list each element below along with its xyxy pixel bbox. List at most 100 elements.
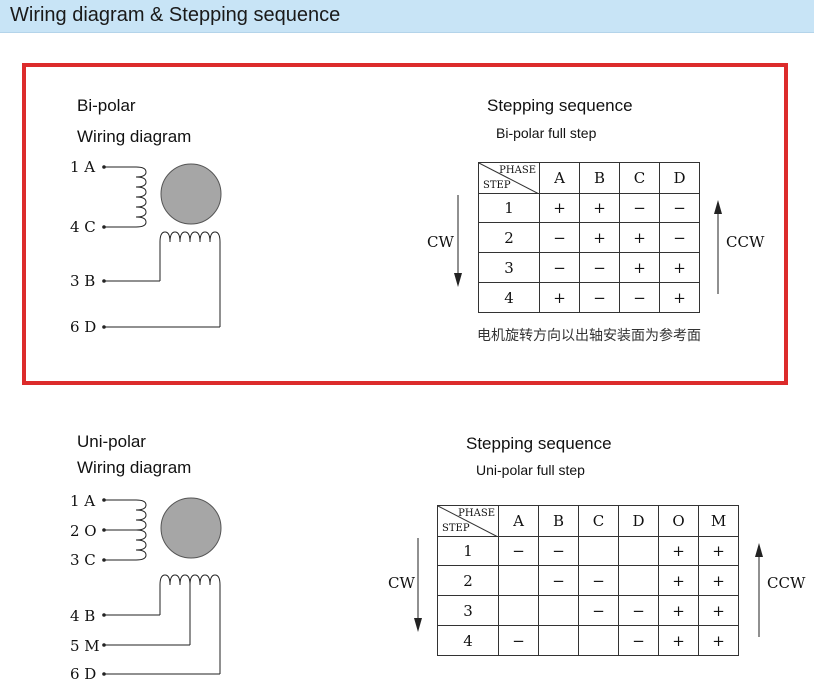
unipolar-cell: − [618, 625, 659, 656]
table-row: 1 − − + + [437, 536, 739, 566]
unipolar-cell: + [698, 565, 739, 596]
unipolar-cw-arrow-icon [414, 538, 422, 632]
bipolar-motor-icon [160, 163, 222, 225]
unipolar-cell [618, 565, 659, 596]
unipolar-ccw-arrow-icon [755, 543, 763, 637]
unipolar-cell [538, 595, 579, 626]
unipolar-phase-header: D [618, 505, 659, 537]
unipolar-phase-header: O [658, 505, 699, 537]
unipolar-cell: − [498, 536, 539, 566]
unipolar-sequence-table: PHASE STEP A B C D O M 1 − − + + 2 − − +… [437, 505, 739, 656]
unipolar-corner-phase: PHASE [458, 508, 495, 519]
unipolar-cell: + [658, 565, 699, 596]
bipolar-wiring-title: Wiring diagram [77, 127, 192, 146]
bipolar-cell: + [539, 193, 580, 223]
unipolar-pin-1a: 1 A [70, 492, 96, 510]
bipolar-cell: + [659, 282, 700, 313]
unipolar-pin-2o: 2 O [70, 522, 97, 540]
bipolar-cell: − [659, 193, 700, 223]
unipolar-table-corner: PHASE STEP [437, 505, 499, 537]
bipolar-pin-1a: 1 A [70, 158, 96, 176]
unipolar-cell [498, 565, 539, 596]
unipolar-cell: + [658, 625, 699, 656]
unipolar-cell [578, 625, 619, 656]
table-row: 3 − − + + [478, 252, 700, 283]
table-row: 1 + + − − [478, 193, 700, 223]
unipolar-seq-subtitle: Uni-polar full step [476, 462, 585, 478]
unipolar-cell: − [618, 595, 659, 626]
bipolar-cw-arrow-icon [454, 195, 462, 287]
unipolar-seq-title: Stepping sequence [466, 434, 612, 453]
bipolar-corner-phase: PHASE [499, 165, 536, 176]
bipolar-cell: − [659, 222, 700, 253]
unipolar-step-cell: 2 [437, 565, 499, 596]
bipolar-phase-header: B [579, 162, 620, 194]
bipolar-pin-6d: 6 D [70, 318, 97, 336]
bipolar-wiring-diagram [102, 163, 222, 329]
unipolar-pin-6d: 6 D [70, 665, 97, 683]
unipolar-phase-header: C [578, 505, 619, 537]
bipolar-cell: − [539, 252, 580, 283]
unipolar-cell: − [498, 625, 539, 656]
unipolar-step-cell: 4 [437, 625, 499, 656]
section-header: Wiring diagram & Stepping sequence [0, 0, 814, 33]
bipolar-highlight-box [22, 63, 788, 385]
unipolar-cell [618, 536, 659, 566]
bipolar-title: Bi-polar [77, 96, 136, 115]
unipolar-cell: + [698, 536, 739, 566]
bipolar-ccw-label: CCW [726, 233, 765, 251]
unipolar-title: Uni-polar [77, 432, 146, 451]
table-row: 4 + − − + [478, 282, 700, 313]
bipolar-cw-label: CW [427, 233, 454, 251]
unipolar-cell [578, 536, 619, 566]
table-row: 3 − − + + [437, 595, 739, 626]
bipolar-pin-4c: 4 C [70, 218, 96, 236]
table-row: 2 − − + + [437, 565, 739, 596]
unipolar-cell: + [698, 595, 739, 626]
bipolar-cell: − [579, 282, 620, 313]
unipolar-wiring-title: Wiring diagram [77, 458, 192, 477]
bipolar-phase-header: A [539, 162, 580, 194]
unipolar-pin-5m: 5 M [70, 637, 100, 655]
bipolar-table-corner: PHASE STEP [478, 162, 540, 194]
bipolar-seq-title: Stepping sequence [487, 96, 633, 115]
bipolar-ccw-arrow-icon [714, 200, 722, 294]
bipolar-seq-subtitle: Bi-polar full step [496, 125, 597, 141]
bipolar-phase-header: D [659, 162, 700, 194]
unipolar-cell: − [538, 565, 579, 596]
bipolar-cell: − [579, 252, 620, 283]
unipolar-phase-header: M [698, 505, 739, 537]
bipolar-cell: − [619, 193, 660, 223]
unipolar-cw-label: CW [388, 574, 415, 592]
section-title: Wiring diagram & Stepping sequence [10, 4, 341, 26]
bipolar-step-cell: 2 [478, 222, 540, 253]
table-row: 2 − + + − [478, 222, 700, 253]
bipolar-cell: − [619, 282, 660, 313]
unipolar-step-cell: 3 [437, 595, 499, 626]
bipolar-step-cell: 4 [478, 282, 540, 313]
bipolar-step-cell: 3 [478, 252, 540, 283]
bipolar-pin-3b: 3 B [70, 272, 96, 290]
unipolar-step-cell: 1 [437, 536, 499, 566]
bipolar-rotation-note: 电机旋转方向以出轴安装面为参考面 [477, 328, 701, 344]
bipolar-sequence-table: PHASE STEP A B C D 1 + + − − 2 − + + − 3… [478, 162, 700, 313]
unipolar-phase-header: B [538, 505, 579, 537]
unipolar-motor-icon [160, 497, 222, 559]
unipolar-cell: − [578, 595, 619, 626]
unipolar-phase-header: A [498, 505, 539, 537]
unipolar-cell: + [698, 625, 739, 656]
unipolar-cell [538, 625, 579, 656]
unipolar-cell: + [658, 595, 699, 626]
unipolar-pin-3c: 3 C [70, 551, 96, 569]
unipolar-cell: − [538, 536, 579, 566]
unipolar-cell: − [578, 565, 619, 596]
table-row: 4 − − + + [437, 625, 739, 656]
bipolar-corner-step: STEP [483, 180, 511, 191]
unipolar-cell: + [658, 536, 699, 566]
bipolar-cell: + [659, 252, 700, 283]
unipolar-pin-4b: 4 B [70, 607, 96, 625]
unipolar-cell [498, 595, 539, 626]
unipolar-corner-step: STEP [442, 523, 470, 534]
unipolar-ccw-label: CCW [767, 574, 806, 592]
